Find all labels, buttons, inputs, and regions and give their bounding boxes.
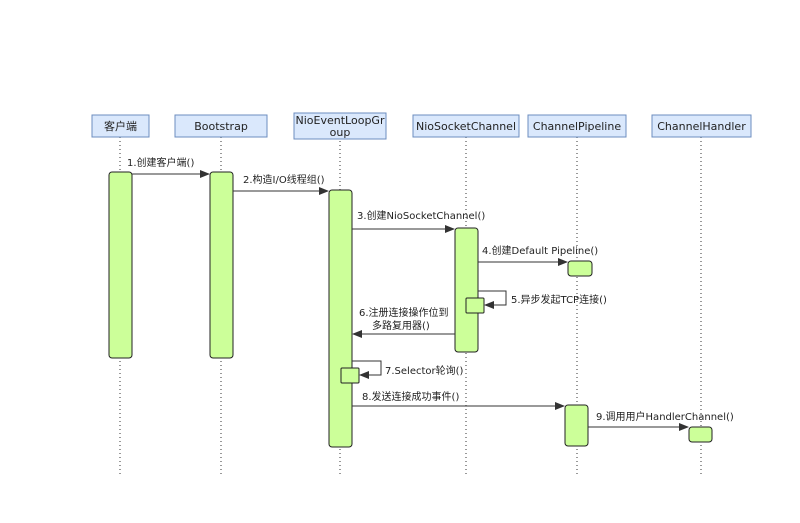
participant-label: ChannelHandler bbox=[657, 120, 746, 133]
message-7[interactable]: 7.Selector轮询() bbox=[352, 360, 464, 379]
lifelines bbox=[119, 137, 702, 475]
messages: 1.创建客户端() 2.构造I/O线程组() 3.创建NioSocketChan… bbox=[127, 156, 734, 431]
message-label: 4.创建Default Pipeline() bbox=[482, 244, 598, 257]
message-label-line-1: 6.注册连接操作位到 bbox=[359, 306, 449, 319]
message-label: 3.创建NioSocketChannel() bbox=[357, 209, 485, 222]
message-9[interactable]: 9.调用用户HandlerChannel() bbox=[588, 410, 734, 431]
message-3[interactable]: 3.创建NioSocketChannel() bbox=[352, 209, 485, 233]
message-label: 2.构造I/O线程组() bbox=[243, 173, 325, 186]
message-label: 1.创建客户端() bbox=[127, 156, 194, 169]
message-label-line-2: 多路复用器() bbox=[372, 319, 430, 332]
activation-pipeline-2 bbox=[564, 404, 589, 447]
participant-client[interactable]: 客户端 bbox=[91, 114, 150, 138]
participant-handler[interactable]: ChannelHandler bbox=[651, 114, 752, 138]
message-label: 9.调用用户HandlerChannel() bbox=[596, 410, 734, 423]
activation-pipeline-1 bbox=[567, 260, 593, 277]
participant-label-line-1: NioEventLoopGr bbox=[296, 114, 385, 127]
activation-client bbox=[108, 171, 133, 359]
message-label: 8.发送连接成功事件() bbox=[362, 390, 459, 403]
activation-socket bbox=[454, 227, 479, 353]
activation-socket-self bbox=[465, 297, 485, 314]
message-2[interactable]: 2.构造I/O线程组() bbox=[233, 173, 329, 195]
activation-group-self bbox=[340, 367, 360, 384]
participant-label: NioSocketChannel bbox=[416, 120, 516, 133]
message-6[interactable]: 6.注册连接操作位到 多路复用器() bbox=[352, 306, 455, 338]
activations bbox=[108, 171, 713, 448]
message-label: 7.Selector轮询() bbox=[385, 364, 464, 377]
participant-socket[interactable]: NioSocketChannel bbox=[412, 114, 520, 138]
participant-label: Bootstrap bbox=[194, 120, 248, 133]
participant-label-line-2: oup bbox=[330, 126, 351, 139]
message-5[interactable]: 5.异步发起TCP连接() bbox=[478, 290, 607, 309]
participant-label: 客户端 bbox=[104, 119, 137, 133]
participant-bootstrap[interactable]: Bootstrap bbox=[174, 114, 268, 138]
activation-group bbox=[328, 189, 353, 448]
participant-pipeline[interactable]: ChannelPipeline bbox=[527, 114, 627, 138]
activation-bootstrap bbox=[209, 171, 234, 359]
message-1[interactable]: 1.创建客户端() bbox=[127, 156, 210, 178]
message-label: 5.异步发起TCP连接() bbox=[511, 293, 607, 306]
participant-label: ChannelPipeline bbox=[533, 120, 621, 133]
participant-group[interactable]: NioEventLoopGr oup bbox=[293, 112, 387, 140]
message-8[interactable]: 8.发送连接成功事件() bbox=[352, 390, 565, 410]
activation-handler bbox=[688, 426, 713, 443]
participant-headers: 客户端 Bootstrap NioEventLoopGr oup NioSock… bbox=[91, 112, 752, 140]
message-4[interactable]: 4.创建Default Pipeline() bbox=[478, 244, 598, 266]
